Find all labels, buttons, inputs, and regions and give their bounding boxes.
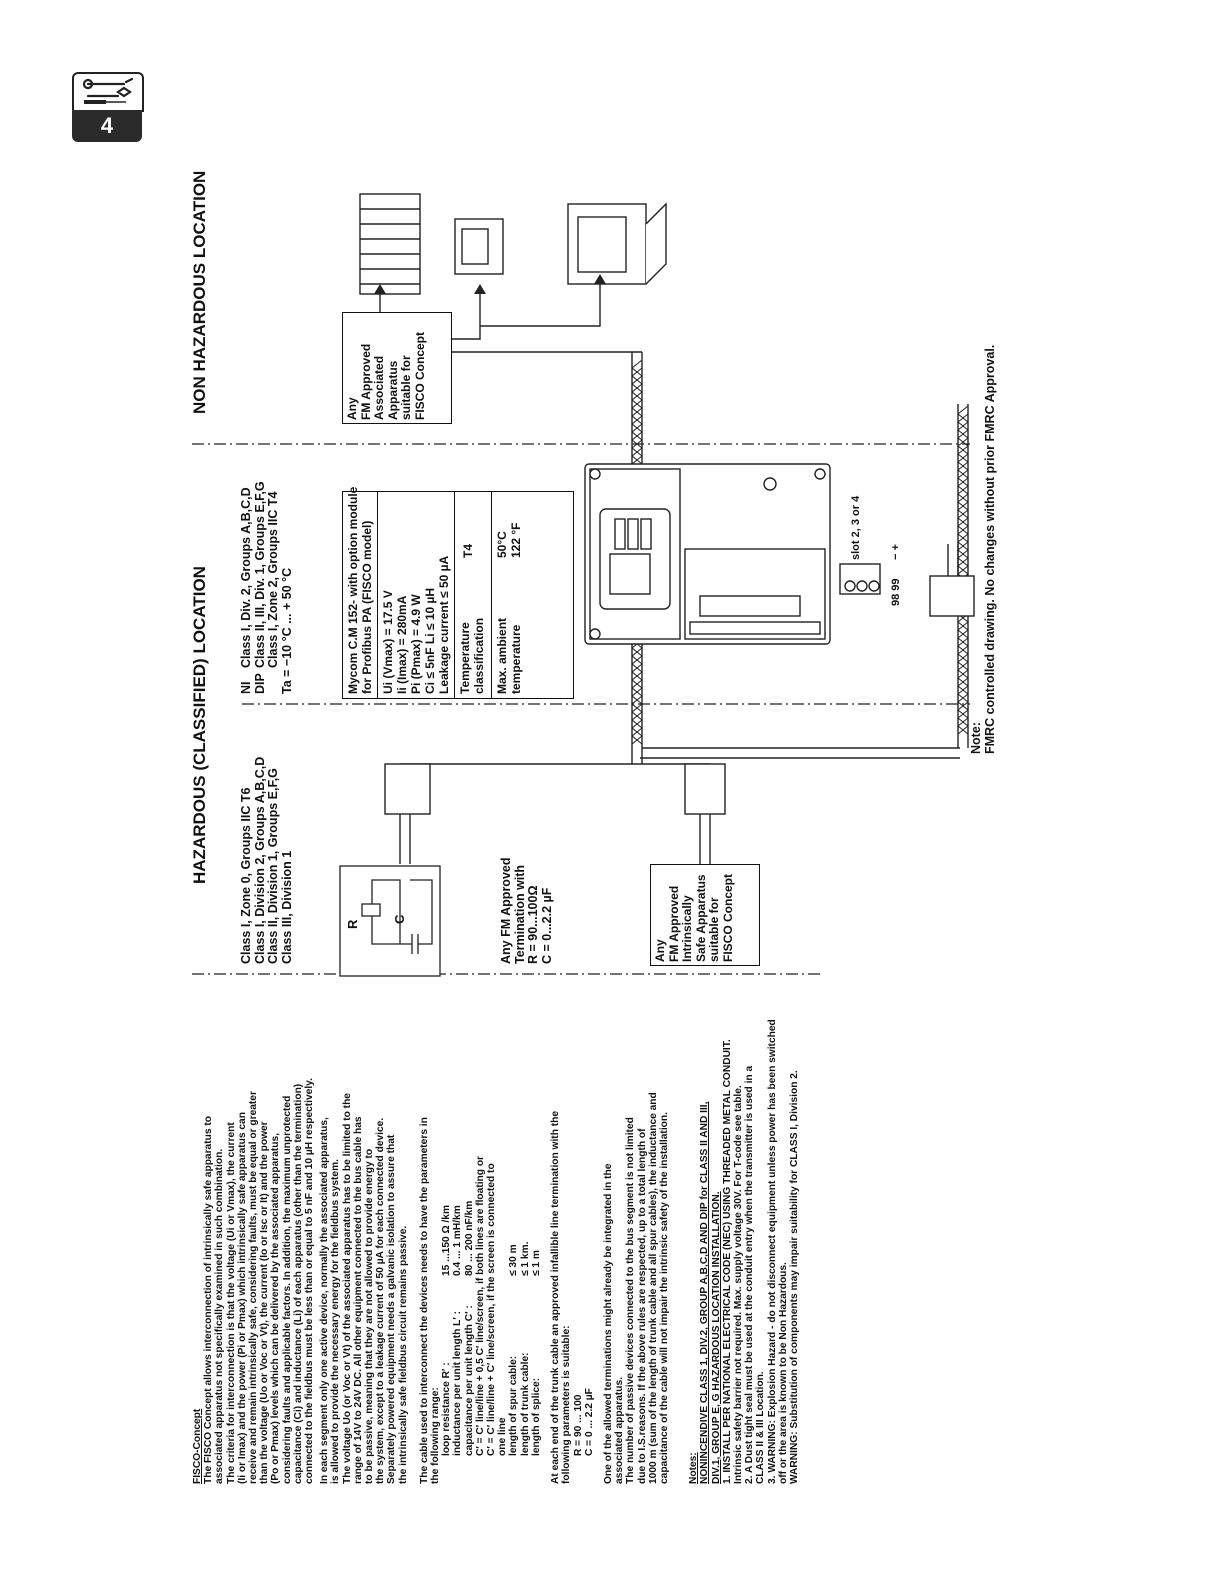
resistor-label: R (345, 919, 360, 929)
termination-text: Any FM Approved Termination with R = 90.… (499, 857, 554, 964)
notes-title: Notes: (688, 1452, 700, 1484)
class-line: Class III, Division 1 (279, 850, 294, 964)
terminal-block (839, 563, 881, 595)
terminal-polarity: − + (890, 544, 902, 560)
fisco-title: FISCO-Concept (192, 1408, 203, 1484)
class-line: Class I, Zone 0, Groups IIC T6 (239, 787, 253, 964)
class-line: Class I, Division 2, Groups A,B,C,D (252, 756, 267, 964)
table-row: Temperature classification T4 (454, 492, 491, 698)
capacitor-label: C (392, 914, 407, 924)
page-badge: 4 (72, 72, 144, 142)
intrinsically-safe-apparatus-box: Any FM Approved Intrinsically Safe Appar… (650, 864, 760, 966)
table-row: Max. ambient temperature 50°C 122 °F (491, 492, 528, 698)
termination-circuit (339, 865, 441, 977)
junction-box-termination (384, 763, 431, 815)
fisco-concept-text: FISCO-Concept The FISCO Concept allows i… (192, 1019, 800, 1484)
class-list-left: Class I, Zone 0, Groups IIC T6 Class I, … (239, 756, 294, 964)
mycom-spec-box: Mycom C.M 152- with option module for Pr… (342, 487, 574, 699)
mycom-transmitter-drawing (584, 463, 831, 645)
page-number: 4 (72, 110, 142, 142)
non-hazardous-heading: NON HAZARDOUS LOCATION (190, 170, 209, 414)
fmrc-note: Note: FMRC controlled drawing. No change… (969, 344, 997, 754)
junction-box-device (929, 575, 975, 617)
hazardous-heading: HAZARDOUS (CLASSIFIED) LOCATION (190, 566, 209, 884)
host-equipment (359, 193, 667, 295)
associated-apparatus-box: Any FM Approved Associated Apparatus sui… (342, 312, 452, 424)
tools-icon (72, 72, 144, 112)
junction-box-apparatus (684, 763, 726, 815)
class-line: Class II, Division 1, Groups E,F,G (266, 768, 280, 964)
terminal-numbers: 98 99 (890, 578, 902, 606)
class-list-right: NIClass I, Div. 2, Groups A,B,C,D DIPCla… (239, 481, 294, 694)
slot-label: slot 2, 3 or 4 (850, 495, 862, 560)
